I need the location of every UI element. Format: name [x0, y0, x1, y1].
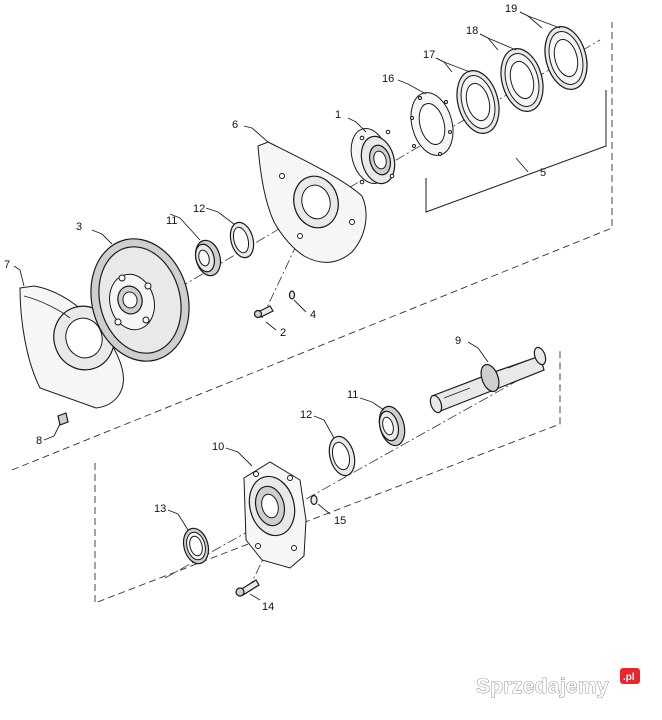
large-gear — [90, 238, 190, 362]
bracket-group-5 — [425, 90, 607, 213]
callout-6: 6 — [232, 119, 238, 131]
callout-2: 2 — [280, 327, 286, 339]
bolt-lower — [235, 579, 260, 597]
bolt-upper — [253, 305, 274, 319]
output-housing — [243, 461, 307, 569]
watermark-badge — [620, 668, 640, 684]
callout-9: 9 — [455, 335, 461, 347]
assembly-frame-upper — [11, 22, 613, 471]
callout-13: 13 — [154, 503, 166, 515]
oil-seal — [182, 527, 210, 565]
watermark-brand: Sprzedajemy — [476, 675, 609, 698]
callout-1: 1 — [335, 109, 341, 121]
bearing-race-lower — [328, 435, 356, 477]
flanged-seal-housing — [350, 128, 396, 185]
clutch-disc-16 — [410, 92, 454, 156]
housing-plate — [257, 141, 367, 263]
callout-8: 8 — [36, 435, 42, 447]
callout-labels: 1 2 3 4 5 6 7 8 9 10 11 11 12 12 13 14 1… — [4, 3, 546, 613]
clutch-disc-19 — [544, 26, 588, 90]
callout-5: 5 — [540, 167, 546, 179]
clutch-disc-18 — [500, 48, 544, 112]
callout-10: 10 — [212, 441, 224, 453]
callout-12-upper: 12 — [193, 203, 205, 215]
washer-upper — [288, 290, 296, 300]
callout-11-upper: 11 — [166, 215, 177, 227]
leader-lines — [13, 11, 561, 601]
callout-3: 3 — [76, 221, 82, 233]
bearing-race-upper — [229, 221, 255, 259]
callout-12-lower: 12 — [300, 409, 312, 421]
callout-14: 14 — [262, 601, 274, 613]
watermark-tld: .pl — [623, 672, 635, 683]
callout-15: 15 — [334, 515, 346, 527]
breather-plug — [310, 494, 318, 506]
callout-11-lower: 11 — [347, 389, 358, 401]
splined-shaft — [429, 346, 547, 414]
tapered-bearing-lower — [378, 405, 406, 447]
gear-cover — [19, 285, 124, 409]
callout-19: 19 — [505, 3, 517, 15]
assembly-frame-lower — [94, 350, 561, 604]
retaining-clip — [57, 412, 69, 426]
callout-4: 4 — [310, 309, 316, 321]
tapered-bearing-upper — [194, 239, 222, 277]
callout-7: 7 — [4, 259, 10, 271]
callout-17: 17 — [423, 49, 435, 61]
clutch-disc-17 — [456, 70, 500, 134]
centre-line-bolt-2 — [261, 245, 297, 319]
watermark: Sprzedajemy .pl — [476, 668, 640, 698]
callout-16: 16 — [382, 73, 394, 85]
callout-18: 18 — [466, 25, 478, 37]
